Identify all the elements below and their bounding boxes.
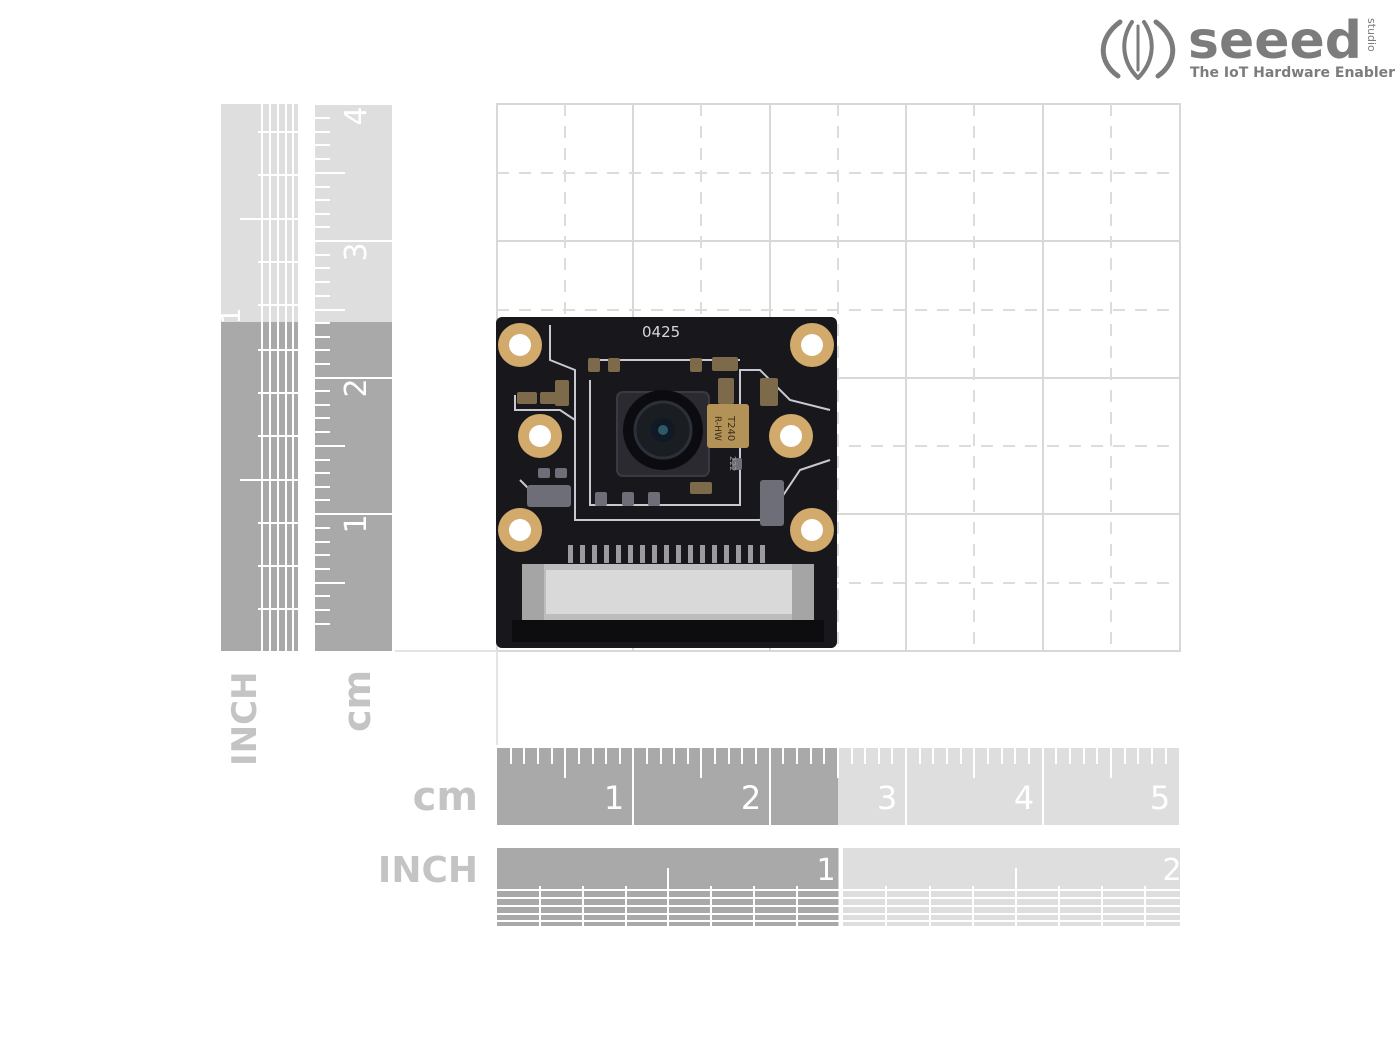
camera-module-board: 0425 — [496, 317, 837, 648]
vertical-cm-tick-label-4: 4 — [339, 106, 374, 125]
horizontal-cm-unit-label: cm — [413, 774, 478, 820]
component-mark-3: 222 — [728, 456, 737, 471]
board-silkscreen: 0425 — [642, 323, 680, 341]
vertical-inch-unit-label: INCH — [225, 671, 265, 766]
horizontal-inch-unit-label: INCH — [378, 850, 478, 891]
camera-lens-icon — [623, 390, 703, 470]
vertical-cm-tick-label-2: 2 — [339, 378, 374, 397]
brand-sub: studio — [1365, 18, 1378, 52]
horizontal-cm-tick-label-5: 5 — [1150, 779, 1170, 817]
horizontal-cm-tick-label-4: 4 — [1014, 779, 1034, 817]
horizontal-cm-tick-label-2: 2 — [741, 779, 761, 817]
horizontal-inch-tick-label-1: 1 — [816, 853, 835, 888]
horizontal-cm-ruler: 1 2 3 4 5 cm — [413, 748, 1181, 825]
vertical-cm-ruler: 1 2 3 4 cm — [315, 103, 392, 732]
seeed-logo-mark-icon — [1100, 19, 1176, 80]
brand-tagline: The IoT Hardware Enabler — [1190, 65, 1395, 81]
seeed-logo: seeed studio The IoT Hardware Enabler — [1100, 11, 1395, 81]
vertical-inch-tick-label: 1 — [217, 308, 247, 325]
ffc-connector — [512, 564, 824, 642]
mounting-hole-icon — [498, 323, 834, 552]
ffc-connector-pins — [568, 545, 765, 563]
component-mark-1: T240 — [725, 415, 736, 441]
brand-name: seeed — [1188, 11, 1362, 71]
vertical-cm-tick-label-3: 3 — [339, 242, 374, 261]
vertical-cm-tick-label-1: 1 — [339, 514, 374, 533]
vertical-inch-ruler: 1 INCH — [217, 104, 298, 766]
horizontal-inch-tick-label-2: 2 — [1162, 853, 1181, 888]
horizontal-inch-ruler: 1 2 INCH — [378, 848, 1182, 926]
vertical-cm-unit-label: cm — [335, 670, 379, 732]
horizontal-cm-tick-label-1: 1 — [604, 779, 624, 817]
horizontal-cm-tick-label-3: 3 — [877, 779, 897, 817]
component-mark-2: R-HW — [712, 416, 722, 441]
